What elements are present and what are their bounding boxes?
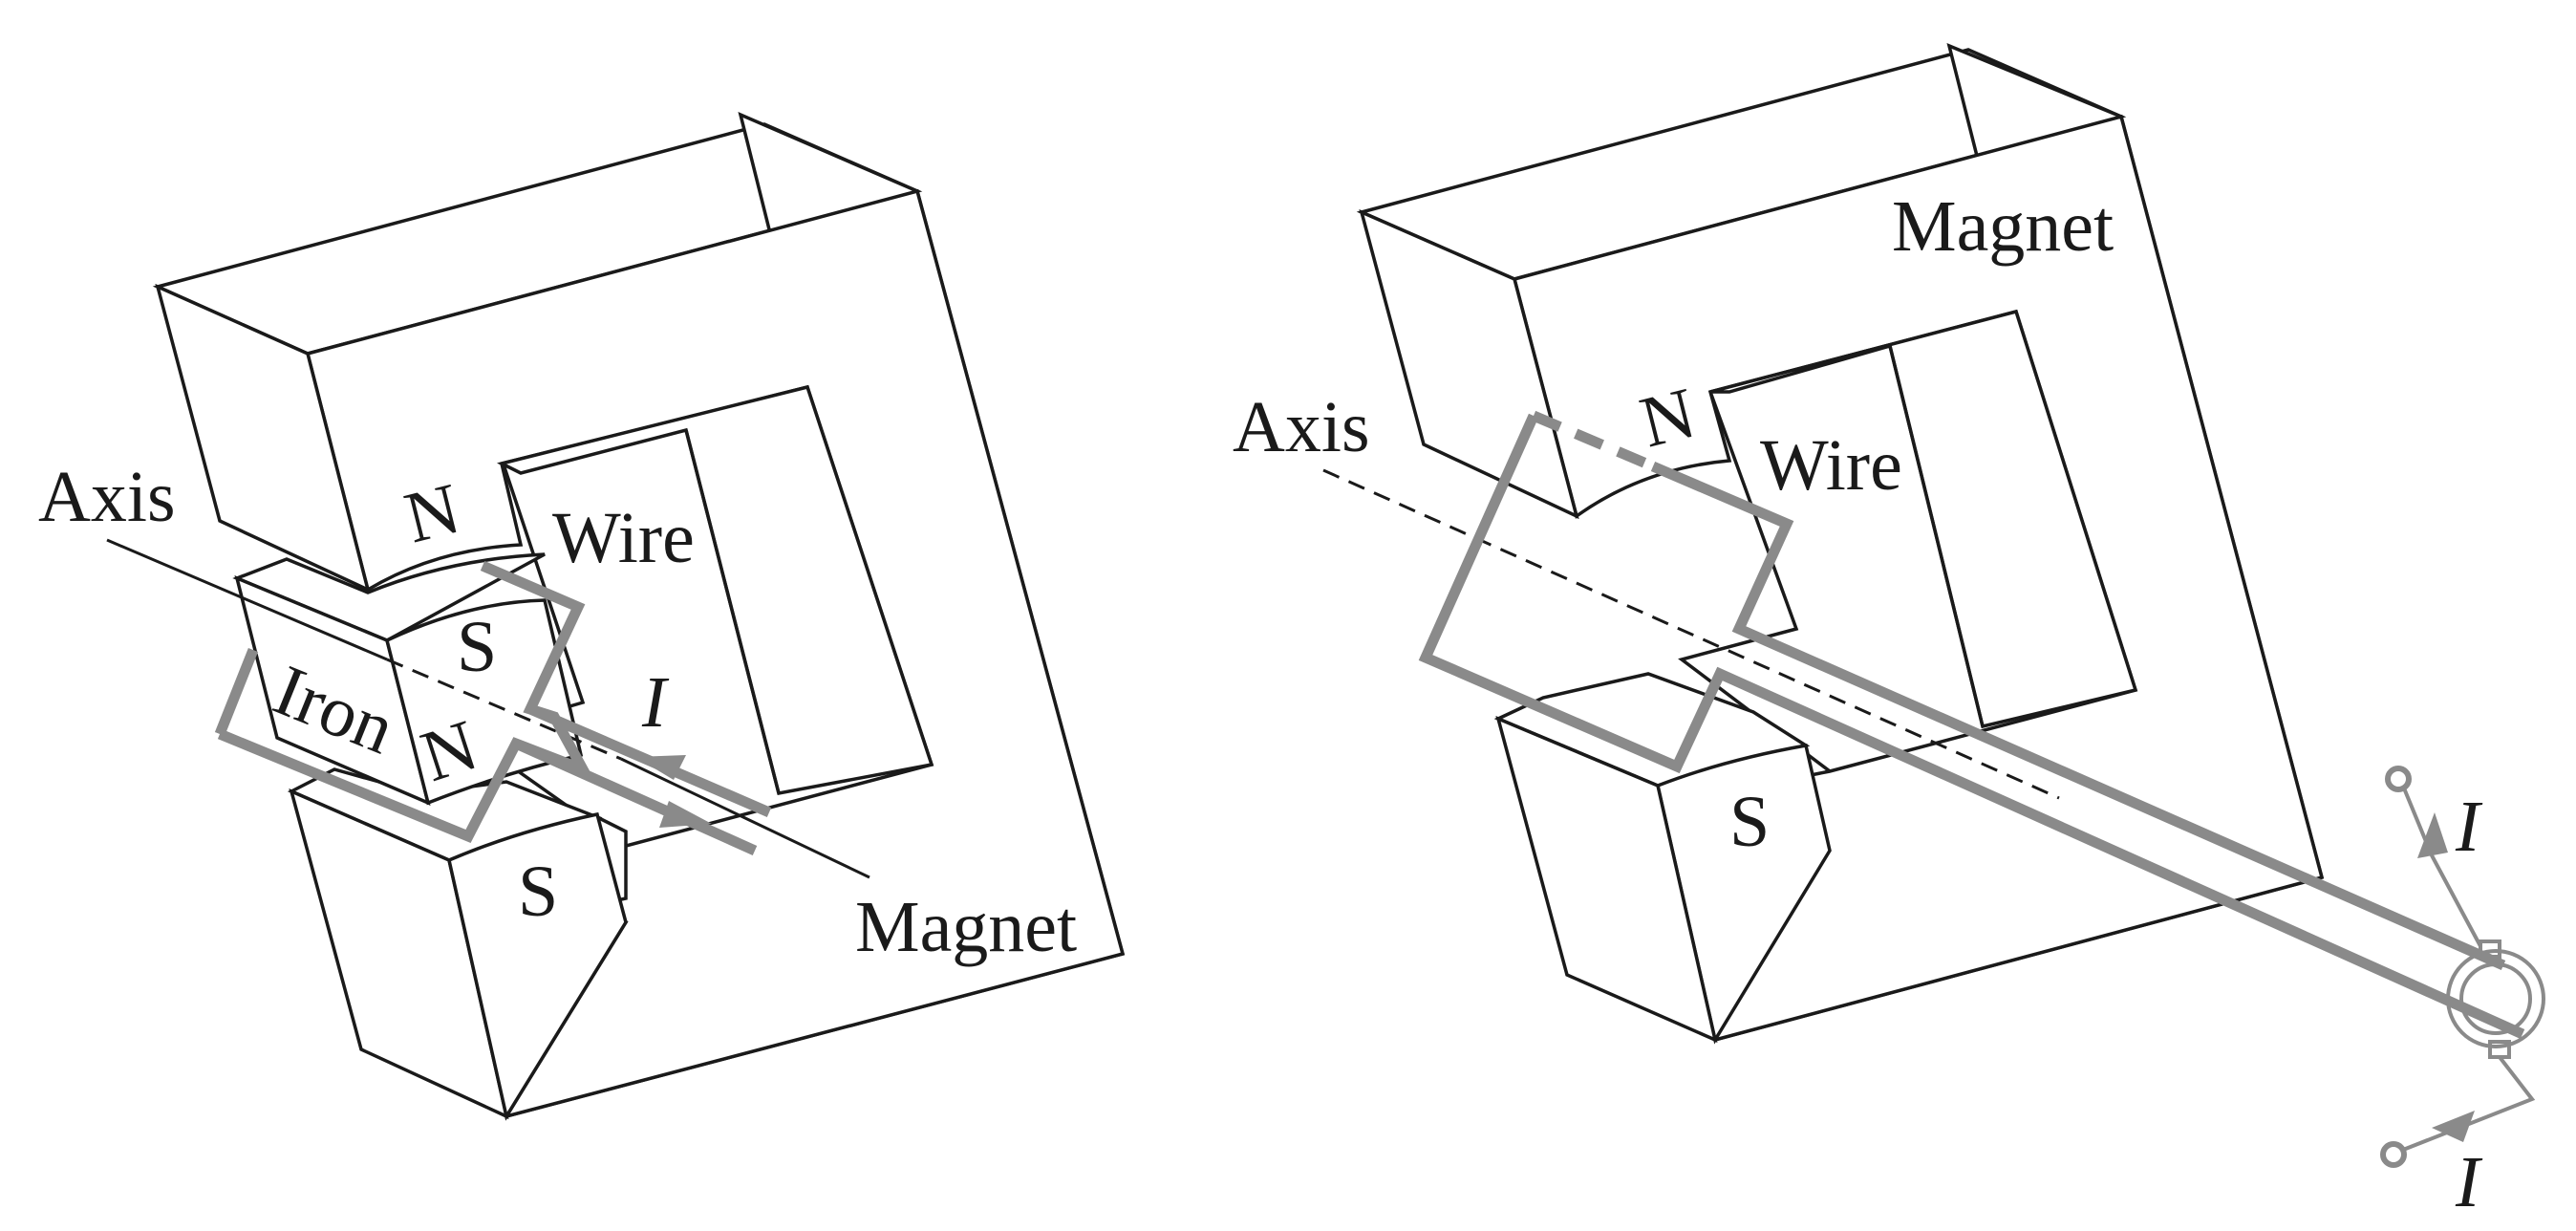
left-axis-line-back bbox=[620, 757, 870, 879]
right-lead-bottom bbox=[2397, 1055, 2536, 1154]
left-magnet-inner-edge bbox=[684, 429, 781, 794]
right-figure: Axis Wire Magnet N S I I bbox=[1233, 43, 2545, 1222]
left-figure: Axis Wire Iron Magnet N S N S I bbox=[38, 111, 1126, 1121]
right-current-arrow-out bbox=[2432, 1111, 2475, 1142]
right-wire-label: Wire bbox=[1760, 425, 1902, 506]
right-magnet-inner-edge bbox=[1888, 345, 1985, 727]
left-magnet-label: Magnet bbox=[855, 887, 1077, 967]
left-current-label: I bbox=[641, 662, 670, 743]
right-current-arrow-in bbox=[2417, 812, 2448, 858]
right-axis-line bbox=[1322, 468, 2060, 800]
left-iron-rotor bbox=[232, 552, 584, 807]
left-iron-top-face bbox=[232, 552, 546, 642]
right-commutator bbox=[2380, 766, 2545, 1168]
left-current-arrow-lower bbox=[659, 801, 712, 828]
left-magnet-lower-pole bbox=[446, 811, 628, 1121]
left-axis-label: Axis bbox=[38, 457, 176, 537]
left-wire-label: Wire bbox=[552, 498, 695, 578]
right-wire-loop bbox=[1418, 413, 2525, 1040]
right-current-out-label: I bbox=[2455, 1142, 2483, 1222]
right-commutator-inner-ring bbox=[2459, 962, 2532, 1035]
right-magnet-south-label: S bbox=[1729, 782, 1770, 862]
right-wire-hidden bbox=[1531, 410, 1656, 472]
right-magnet-lower-left-face bbox=[1495, 716, 1718, 1043]
right-terminal-top bbox=[2385, 766, 2412, 792]
right-current-in-label: I bbox=[2455, 787, 2483, 867]
right-magnet bbox=[1356, 43, 2325, 1045]
left-magnet-upper-left-face bbox=[155, 283, 371, 594]
left-axis-line-front bbox=[106, 538, 388, 661]
left-iron-south-label: S bbox=[457, 607, 497, 687]
left-magnet-south-label: S bbox=[518, 852, 558, 932]
right-brush-top bbox=[2479, 939, 2501, 959]
left-wire-front bbox=[214, 647, 259, 737]
right-commutator-outer-ring bbox=[2446, 949, 2545, 1048]
left-axis-line-hidden bbox=[386, 658, 622, 761]
right-axis-label: Axis bbox=[1233, 387, 1370, 467]
right-magnet-label: Magnet bbox=[1892, 186, 2114, 267]
right-magnet-lower-front-face bbox=[1655, 743, 1832, 1045]
left-current-arrow-upper bbox=[635, 755, 686, 780]
right-terminal-bottom bbox=[2380, 1141, 2407, 1168]
left-magnet bbox=[152, 111, 1126, 1121]
